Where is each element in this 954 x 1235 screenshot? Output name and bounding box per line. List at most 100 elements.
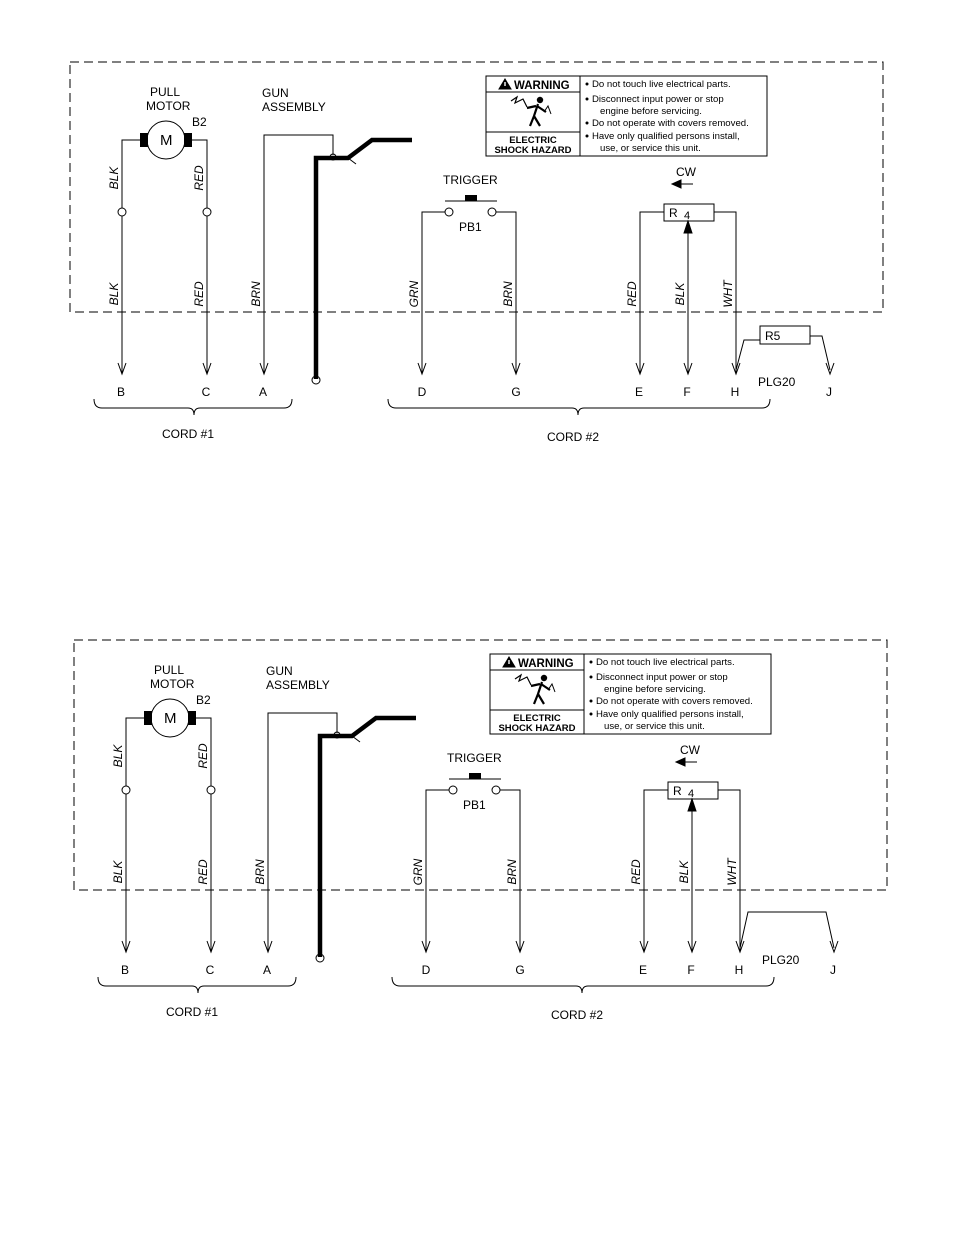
spark-icon: [547, 682, 556, 693]
motor-brush-left: [140, 133, 148, 147]
pin-b-label: B: [121, 963, 129, 977]
wire-grn: [421, 211, 445, 374]
pin-a-arrow: [259, 362, 269, 376]
bullet-icon: [589, 675, 593, 679]
hazard-line-1: ELECTRIC: [509, 135, 557, 146]
warning-title: WARNING: [514, 80, 570, 92]
wire-label-blk: BLK: [111, 744, 125, 768]
warning-text-line: Have only qualified persons install,: [592, 131, 740, 142]
cord-1-brace: [97, 976, 297, 994]
motor-terminal-right: [206, 785, 216, 795]
enclosure-outline: [73, 639, 888, 891]
wire-label-blk: BLK: [107, 282, 121, 306]
bullet-icon: [589, 699, 593, 703]
warning-text-line: Do not operate with covers removed.: [596, 696, 753, 707]
electric-shock-icon: [514, 673, 556, 705]
warning-box: [485, 75, 768, 157]
motor-brush-right: [184, 133, 192, 147]
plug-label: PLG20: [762, 953, 800, 967]
pin-b-label: B: [117, 385, 125, 399]
gun-contact: [351, 735, 361, 743]
potentiometer-subscript: 4: [688, 788, 694, 800]
gun-contact: [347, 157, 357, 165]
gun-ground-terminal: [311, 375, 321, 385]
pin-f-arrow: [687, 940, 697, 954]
pin-c-arrow: [202, 362, 212, 376]
wire-label-blk: BLK: [107, 166, 121, 190]
electric-shock-icon: [510, 95, 552, 127]
cord-2-brace: [391, 976, 775, 994]
gun-ground-terminal: [315, 953, 325, 963]
pin-f-label: F: [687, 963, 694, 977]
pull-motor-label: PULL: [154, 663, 184, 677]
pin-j-arrow: [825, 362, 835, 376]
gun-ground-conductor: [313, 137, 412, 379]
trigger-label: TRIGGER: [443, 173, 498, 187]
gun-assembly-label: ASSEMBLY: [266, 678, 330, 692]
wire-label-red: RED: [625, 281, 639, 307]
pin-b-arrow: [121, 940, 131, 954]
bullet-icon: [585, 82, 589, 86]
pin-a-label: A: [259, 385, 267, 399]
wire-label-red: RED: [196, 743, 210, 769]
pin-a-label: A: [263, 963, 271, 977]
jumper-wire: [739, 911, 835, 949]
gun-assembly-label: GUN: [266, 664, 293, 678]
pin-h-label: H: [731, 385, 740, 399]
bullet-icon: [589, 712, 593, 716]
pin-c-label: C: [202, 385, 211, 399]
warning-text-line: Disconnect input power or stop: [592, 94, 724, 105]
bullet-icon: [585, 134, 589, 138]
gun-ground-conductor: [317, 715, 416, 957]
wire-brn-trigger: [500, 789, 521, 952]
pushbutton-actuator: [465, 195, 477, 201]
cord-2-label: CORD #2: [547, 430, 599, 444]
pin-d-arrow: [421, 940, 431, 954]
bullet-icon: [589, 660, 593, 664]
wire-label-brn: BRN: [249, 281, 263, 307]
person-head: [540, 674, 548, 682]
pin-e-arrow: [635, 362, 645, 376]
cw-label: CW: [680, 743, 701, 757]
pin-h-arrow: [731, 362, 741, 376]
lightning-bolt-icon: [514, 673, 532, 686]
pull-motor-label: MOTOR: [146, 99, 191, 113]
pin-e-arrow: [639, 940, 649, 954]
wire-brn: [263, 134, 334, 374]
switch-contact-right: [491, 785, 501, 795]
wire-brn: [267, 712, 338, 952]
pin-c-arrow: [206, 940, 216, 954]
wiper-arrow-icon: [683, 219, 693, 234]
pin-c-label: C: [206, 963, 215, 977]
switch-reference: PB1: [463, 798, 486, 812]
potentiometer-label: R: [673, 784, 682, 798]
enclosure-outline: [69, 61, 884, 313]
warning-triangle-mark: [508, 660, 510, 664]
warning-text-line: Do not touch live electrical parts.: [592, 79, 731, 90]
wire-motor-left: [125, 717, 144, 786]
hazard-line-1: ELECTRIC: [513, 713, 561, 724]
pin-j-label: J: [826, 385, 832, 399]
warning-text-line: engine before servicing.: [600, 106, 702, 117]
pin-j-arrow: [829, 940, 839, 954]
wire-brn-trigger: [496, 211, 517, 374]
wire-grn: [425, 789, 449, 952]
wiper-arrow-icon: [687, 797, 697, 812]
cw-label: CW: [676, 165, 697, 179]
warning-text-line: Have only qualified persons install,: [596, 709, 744, 720]
pushbutton-actuator: [469, 773, 481, 779]
wire-red-pot: [643, 789, 668, 952]
potentiometer-label: R: [669, 206, 678, 220]
wire-wht: [714, 211, 737, 374]
wire-label-grn: GRN: [411, 858, 425, 885]
wire-motor-right: [192, 139, 208, 208]
wire-label-wht: WHT: [725, 857, 739, 886]
wire-label-brn: BRN: [501, 281, 515, 307]
warning-box: [489, 653, 772, 735]
wire-label-wht: WHT: [721, 279, 735, 308]
pin-d-label: D: [418, 385, 427, 399]
cord-1-label: CORD #1: [162, 427, 214, 441]
